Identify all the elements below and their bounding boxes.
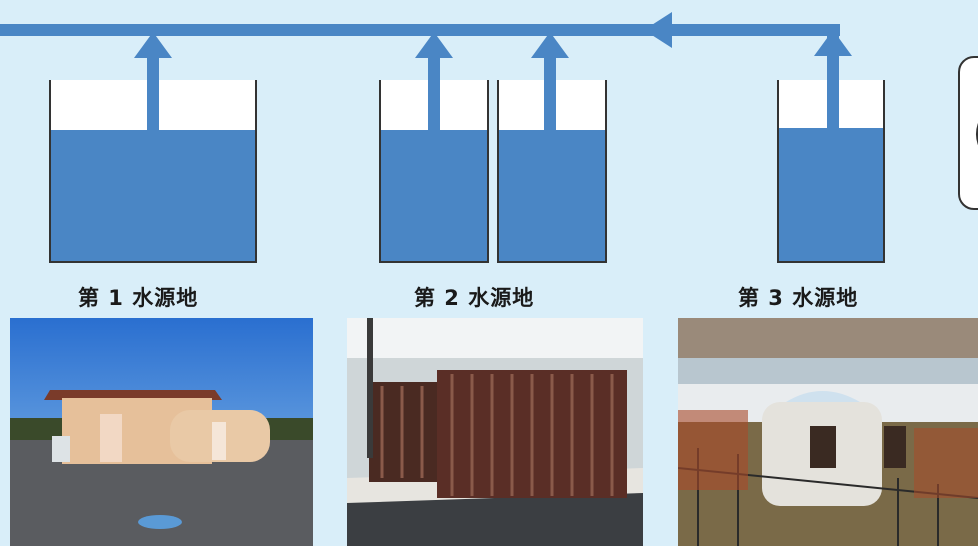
source-2-label: 第 2 水源地 <box>414 286 535 310</box>
callout-glyph: ( <box>972 110 978 156</box>
main-water-pipe <box>0 24 840 36</box>
callout-box: ( <box>958 56 978 210</box>
source-3-label: 第 3 水源地 <box>738 286 859 310</box>
riser-pipe-3 <box>814 30 852 130</box>
source-1-photo <box>10 318 313 546</box>
tank-source-2b <box>497 80 607 263</box>
riser-pipe-1 <box>134 32 172 130</box>
flow-direction-arrow-icon <box>644 12 672 48</box>
source-3-photo <box>678 318 978 546</box>
water-system-diagram <box>0 12 885 263</box>
riser-pipe-2b <box>531 32 569 130</box>
riser-pipe-2a <box>415 32 453 130</box>
source-1-label: 第 1 水源地 <box>78 286 199 310</box>
source-2-photo <box>347 318 643 546</box>
